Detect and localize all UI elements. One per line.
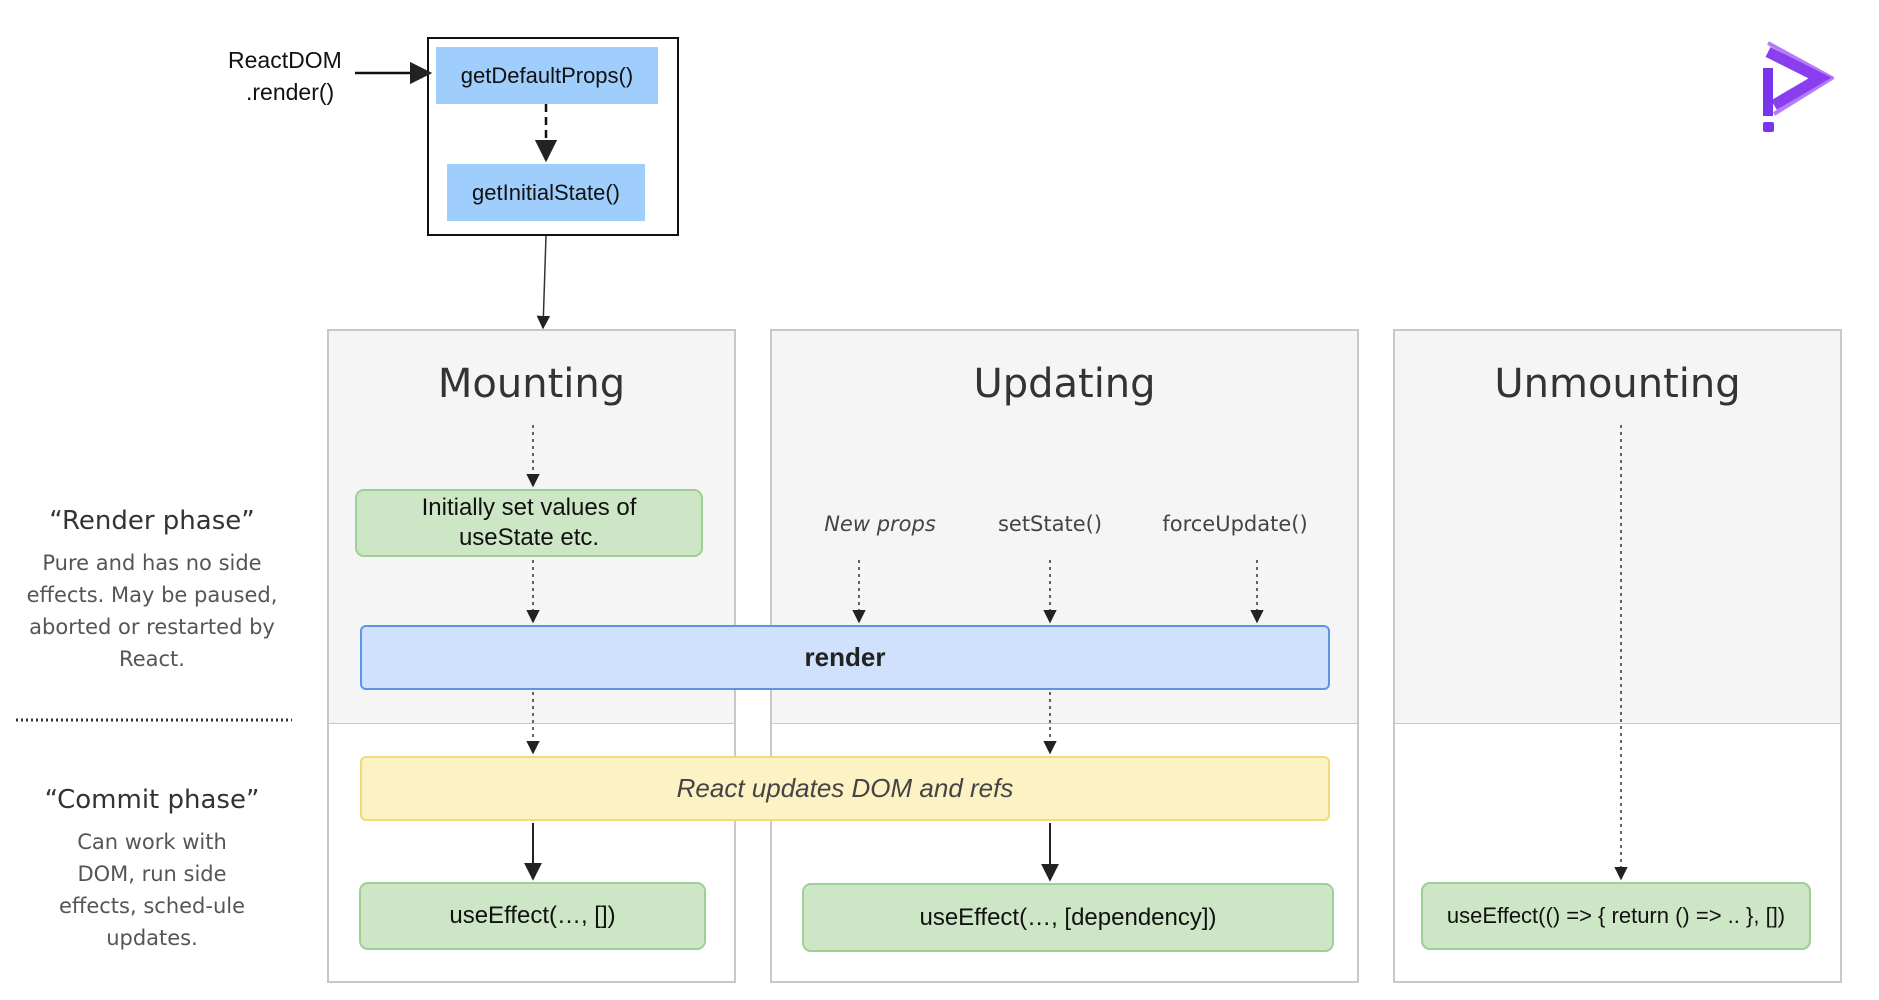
phase-divider: [329, 723, 734, 724]
get-initial-state-box: getInitialState(): [447, 164, 645, 221]
phase-divider: [772, 723, 1357, 724]
mounting-title: Mounting: [437, 361, 626, 407]
entry-line-1: ReactDOM: [228, 47, 342, 73]
react-updates-dom-box: React updates DOM and refs: [360, 756, 1330, 821]
play-logo-icon: [1763, 41, 1834, 132]
render-box: render: [360, 625, 1330, 690]
render-phase-description: Pure and has no side effects. May be pau…: [26, 551, 278, 671]
entry-line-2: .render(): [246, 79, 335, 105]
force-update-label: forceUpdate(): [1162, 512, 1308, 536]
get-default-props-box: getDefaultProps(): [436, 47, 658, 104]
react-dom-render-label: ReactDOM .render(): [228, 44, 342, 108]
initial-state-box: Initially set values of useState etc.: [355, 489, 703, 557]
unmounting-column: Unmounting: [1393, 329, 1842, 983]
commit-phase-description: Can work with DOM, run side effects, sch…: [58, 830, 246, 950]
phase-divider: [1395, 723, 1840, 724]
render-phase-title: “Render phase”: [49, 506, 255, 536]
update-effect-box: useEffect(…, [dependency]): [802, 883, 1334, 952]
unmount-effect-box: useEffect(() => { return () => .. }, []): [1421, 882, 1811, 950]
new-props-label: New props: [824, 512, 936, 536]
arrow-init-to-mounting: [536, 235, 551, 330]
updating-title: Updating: [973, 361, 1156, 407]
initialization-frame: getDefaultProps() getInitialState(): [427, 37, 679, 236]
commit-phase-title: “Commit phase”: [44, 785, 260, 815]
mount-effect-box: useEffect(…, []): [359, 882, 706, 950]
set-state-label: setState(): [997, 512, 1103, 536]
unmounting-title: Unmounting: [1494, 361, 1741, 407]
